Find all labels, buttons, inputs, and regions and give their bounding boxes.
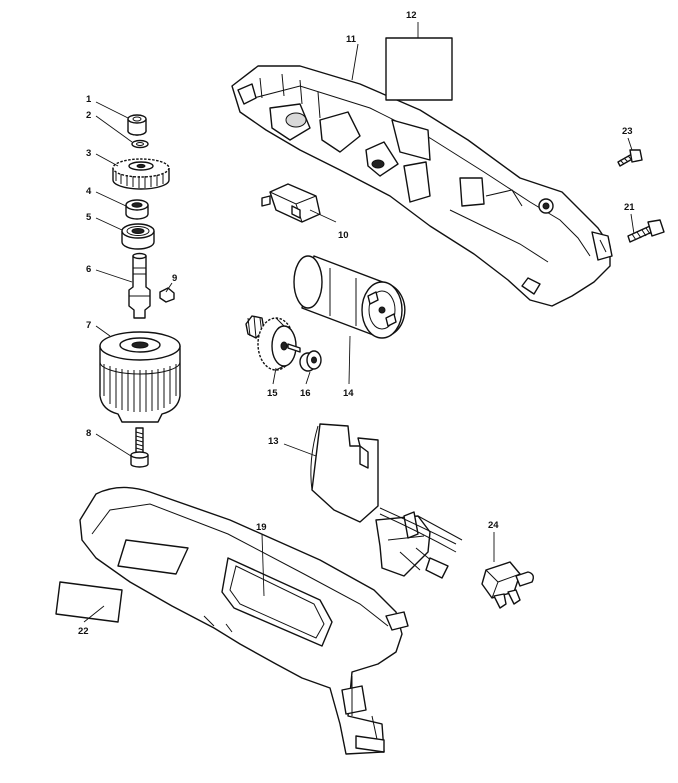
part-23-screw <box>617 149 643 167</box>
part-7-drill-chuck <box>99 331 181 423</box>
part-21-screw <box>627 219 665 243</box>
part-1-collar <box>127 114 147 136</box>
part-19-housing <box>79 486 409 755</box>
part-3-spur-gear <box>112 158 170 190</box>
callout-4: 4 <box>86 186 92 197</box>
part-13-battery-holder <box>310 423 463 579</box>
callout-6: 6 <box>86 264 91 275</box>
callout-5: 5 <box>86 212 92 223</box>
callout-11: 11 <box>346 34 357 45</box>
part-8-chuck-screw <box>130 427 149 468</box>
callout-24: 24 <box>488 520 499 531</box>
callout-16: 16 <box>300 388 311 399</box>
callout-9: 9 <box>172 273 177 284</box>
part-22-label <box>55 581 123 623</box>
part-12-label <box>385 37 453 101</box>
part-16-bushing <box>299 350 322 372</box>
callout-12: 12 <box>406 10 417 21</box>
callout-21: 21 <box>624 202 635 213</box>
callout-14: 14 <box>343 388 354 399</box>
callout-22: 22 <box>78 626 89 637</box>
callout-3: 3 <box>86 148 91 159</box>
part-11-housing <box>231 65 613 307</box>
part-5-ball-bearing <box>121 223 155 250</box>
callout-10: 10 <box>338 230 349 241</box>
part-9-key <box>159 287 175 303</box>
part-10-switch <box>261 183 321 223</box>
part-15-armature <box>245 315 301 371</box>
callout-2: 2 <box>86 110 91 121</box>
part-14-motor <box>293 255 406 339</box>
leader-lines <box>83 22 635 623</box>
callout-19: 19 <box>256 522 267 533</box>
callout-23: 23 <box>622 126 633 137</box>
part-6-spindle <box>128 252 151 319</box>
callout-1: 1 <box>86 94 92 105</box>
callout-7: 7 <box>86 320 91 331</box>
callout-labels: 1 2 3 4 5 6 7 8 9 10 11 12 13 14 15 16 1… <box>78 10 635 637</box>
callout-15: 15 <box>267 388 278 399</box>
callout-8: 8 <box>86 428 91 439</box>
part-2-retaining-ring <box>131 139 149 149</box>
part-4-bearing <box>125 199 149 220</box>
part-24-terminal <box>481 561 535 609</box>
callout-13: 13 <box>268 436 279 447</box>
